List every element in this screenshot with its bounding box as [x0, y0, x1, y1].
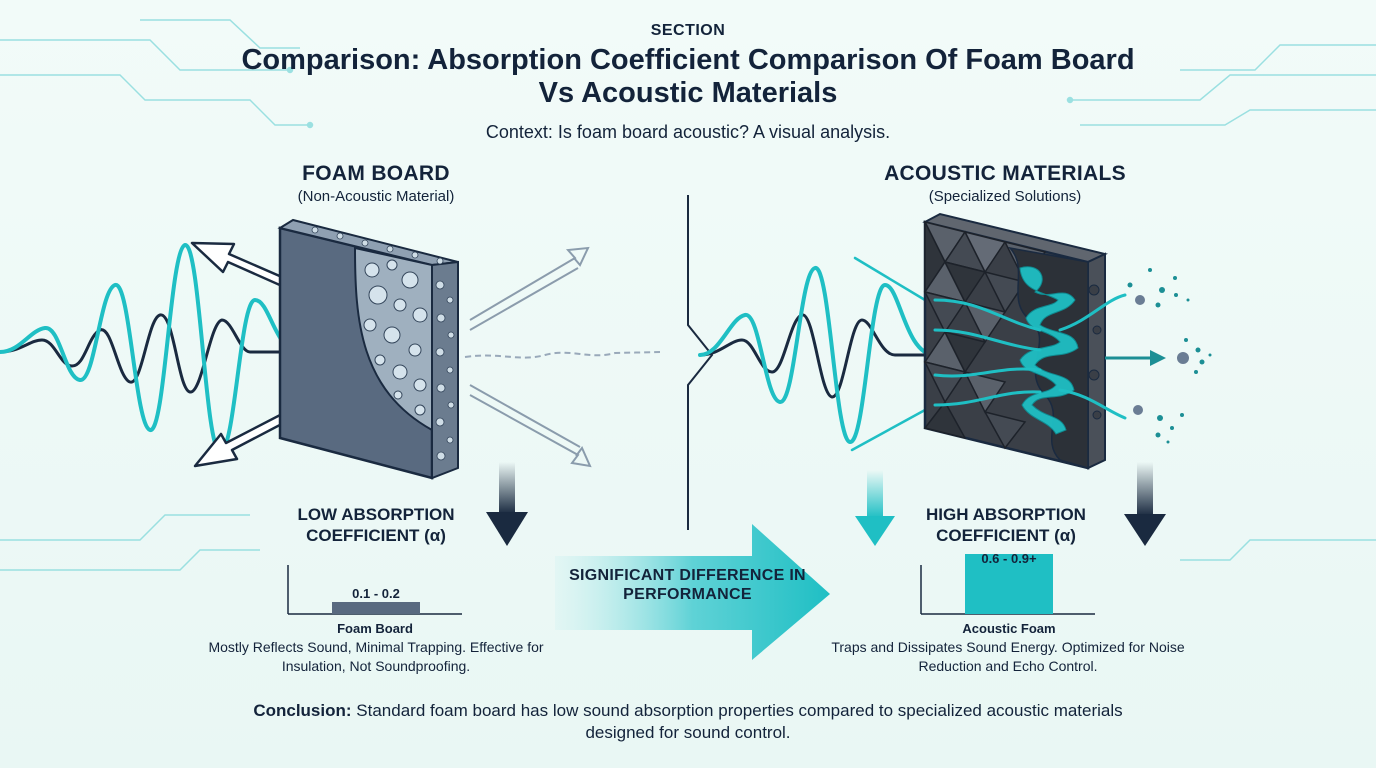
foam-board-bar-value: 0.1 - 0.2 — [352, 586, 400, 601]
left-heading: FOAM BOARD — [302, 162, 450, 185]
right-coefficient-title: HIGH ABSORPTION COEFFICIENT (α) — [926, 505, 1086, 545]
center-divider — [687, 195, 714, 530]
context-line: Context: Is foam board acoustic? A visua… — [485, 122, 891, 142]
acoustic-foam-bar-value: 0.6 - 0.9+ — [981, 551, 1037, 566]
right-heading: ACOUSTIC MATERIALS — [884, 162, 1126, 185]
right-sound-wave — [698, 256, 937, 452]
page-title: Comparison: Absorption Coefficient Compa… — [241, 44, 1135, 109]
left-description: Mostly Reflects Sound, Minimal Trapping.… — [208, 639, 544, 674]
difference-arrow-label: SIGNIFICANT DIFFERENCE IN PERFORMANCE — [569, 567, 806, 603]
foam-board-bar — [332, 602, 420, 614]
left-down-arrow — [486, 462, 528, 546]
conclusion-text: Standard foam board has low sound absorp… — [356, 701, 1123, 742]
right-dissipation — [1105, 268, 1212, 444]
foam-board-bar-label: Foam Board — [337, 621, 413, 636]
foam-board-bar-chart — [287, 565, 462, 615]
conclusion-block: Conclusion: Standard foam board has low … — [238, 700, 1138, 744]
right-description: Traps and Dissipates Sound Energy. Optim… — [831, 639, 1185, 674]
acoustic-foam-bar-chart — [920, 554, 1095, 615]
left-coefficient-title: LOW ABSORPTION COEFFICIENT (α) — [297, 505, 455, 545]
acoustic-panel — [922, 212, 1108, 470]
right-subheading: (Specialized Solutions) — [928, 188, 1082, 205]
left-transmission-arrows — [464, 246, 661, 468]
acoustic-foam-bar-label: Acoustic Foam — [962, 621, 1056, 636]
acoustic-foam-bar — [965, 554, 1053, 614]
left-subheading: (Non-Acoustic Material) — [297, 188, 455, 205]
right-navy-down-arrow — [1124, 462, 1166, 546]
difference-arrow — [555, 524, 830, 660]
right-teal-down-arrow — [855, 470, 895, 546]
conclusion-label: Conclusion: — [253, 701, 352, 720]
foam-board-panel — [277, 218, 459, 480]
circuit-lines-decoration — [0, 19, 1376, 571]
section-kicker: SECTION — [650, 22, 726, 39]
right-absorption-flows — [933, 293, 1127, 420]
